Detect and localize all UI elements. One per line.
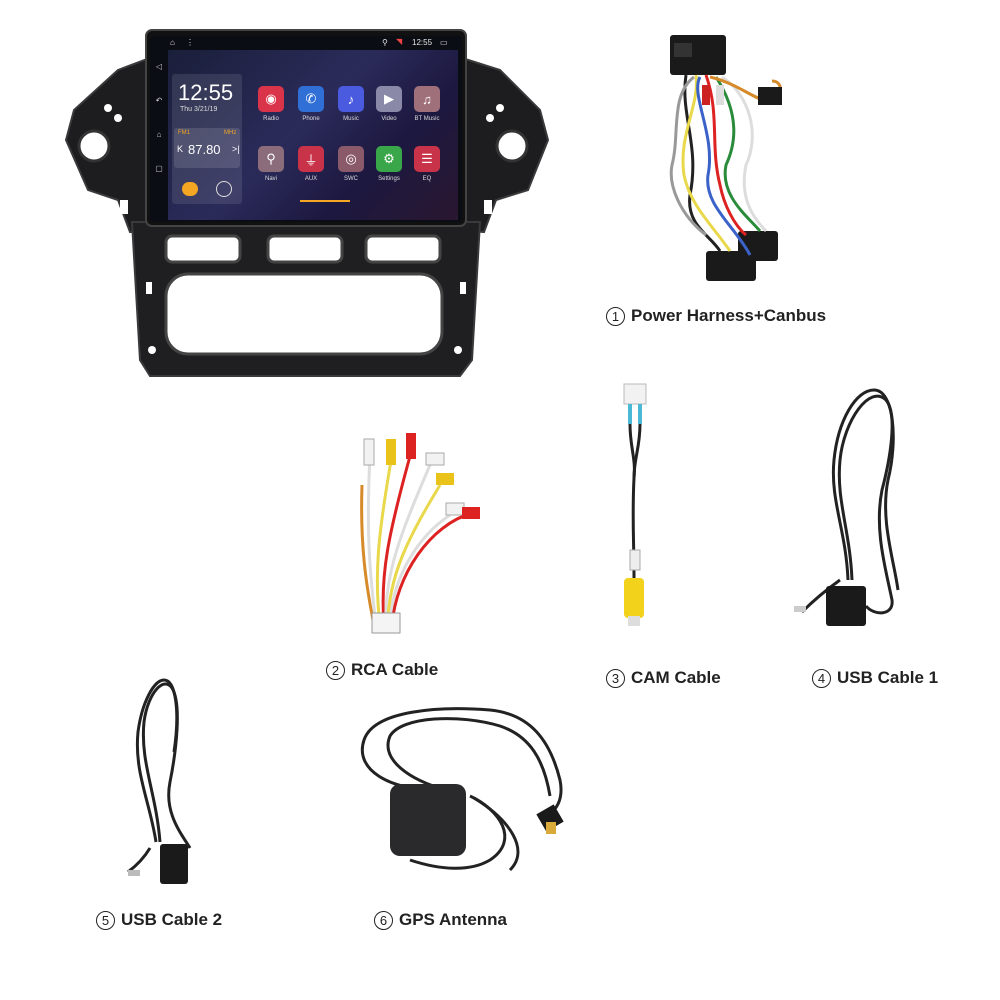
back-icon[interactable]: ↶ [155,96,163,105]
app-label: Settings [378,176,400,182]
app-navi[interactable]: ⚲ [258,146,284,172]
battery-icon: ▭ [440,38,448,47]
app-label: Music [343,116,359,122]
app-label: BT Music [414,116,440,122]
usb-cable-2-image [127,678,192,884]
side-nav: ◁ ↶ ⌂ ▢ [150,50,168,220]
app-label: SWC [344,176,358,182]
caption-rca-cable: 2 RCA Cable [326,660,438,680]
home-nav-icon[interactable]: ⌂ [156,130,162,139]
status-bar: ⌂ ⋮ ⚲ ◥ 12:55 ▭ [150,36,462,50]
recent-icon[interactable]: ▢ [155,164,163,173]
home-icon[interactable]: ⌂ [170,38,175,47]
caption-gps-antenna: 6 GPS Antenna [374,910,507,930]
caption-number: 3 [606,668,625,688]
app-music[interactable]: ♪ [338,86,364,112]
caption-text: CAM Cable [631,668,721,687]
radio-widget[interactable] [174,128,240,168]
clock-widget [172,74,242,204]
app-label: EQ [422,176,432,182]
fm-band: FM1 [178,130,190,136]
clock-date: Thu 3/21/19 [180,106,218,113]
fm-frequency: 87.80 [188,142,221,157]
app-label: Navi [264,176,277,182]
radio-mini-icon[interactable] [182,182,198,196]
app-eq[interactable]: ☰ [414,146,440,172]
usb-cable-1-image [794,388,900,626]
app-bt-music[interactable]: ♫ [414,86,440,112]
prev-station-icon[interactable]: K [177,144,184,154]
caption-usb-cable-1: 4 USB Cable 1 [812,668,938,688]
caption-number: 2 [326,660,345,680]
wifi-icon: ◥ [396,37,403,46]
page-indicator [300,200,350,202]
app-settings[interactable]: ⚙ [376,146,402,172]
caption-text: Power Harness+Canbus [631,306,827,325]
menu-icon[interactable]: ⋮ [186,38,194,47]
rca-cable-image [360,433,480,634]
caption-usb-cable-2: 5 USB Cable 2 [96,910,222,930]
caption-number: 6 [374,910,393,930]
gps-antenna-image [360,707,564,872]
status-time: 12:55 [412,38,433,47]
head-unit-screen: ⌂ ⋮ ⚲ ◥ 12:55 ▭ ◁ ↶ ⌂ ▢ 12:55 Thu 3/21/1… [150,36,462,222]
caption-number: 5 [96,910,115,930]
next-station-icon[interactable]: >| [232,144,240,154]
app-swc[interactable]: ◎ [338,146,364,172]
fm-unit: MHz [224,130,237,136]
volume-icon[interactable]: ◁ [155,62,163,71]
caption-text: USB Cable 1 [837,668,939,687]
caption-text: RCA Cable [351,660,439,679]
app-radio[interactable]: ◉ [258,86,284,112]
app-label: AUX [304,176,318,182]
caption-power-harness: 1 Power Harness+Canbus [606,306,826,326]
caption-number: 4 [812,668,831,688]
cam-cable-image [623,383,647,626]
caption-text: GPS Antenna [399,910,507,929]
clock-time: 12:55 [178,80,234,105]
app-phone[interactable]: ✆ [298,86,324,112]
app-label: Radio [263,116,279,122]
caption-cam-cable: 3 CAM Cable [606,668,721,688]
app-aux[interactable]: ⏚ [298,146,324,172]
app-video[interactable]: ▶ [376,86,402,112]
caption-text: USB Cable 2 [121,910,223,929]
app-label: Video [381,116,397,122]
caption-number: 1 [606,306,625,326]
app-label: Phone [302,116,320,122]
power-harness-image [669,35,782,281]
cd-mini-icon[interactable] [216,181,232,197]
gps-icon: ⚲ [382,38,388,47]
